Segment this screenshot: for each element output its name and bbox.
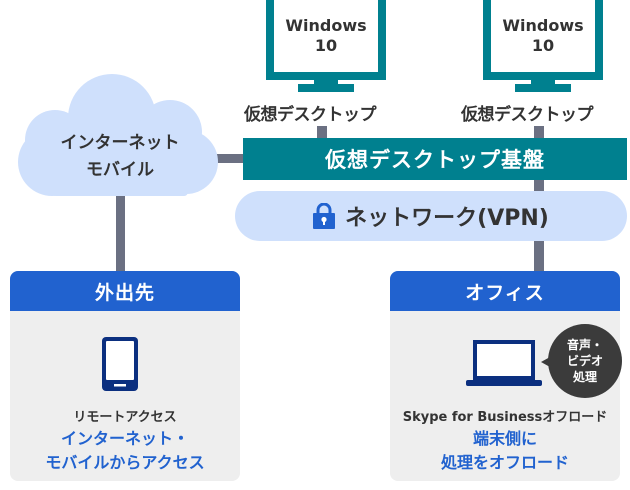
- card-subtitle: Skype for Businessオフロード: [402, 410, 608, 425]
- vpn-network-bar: ネットワーク(VPN): [235, 191, 627, 241]
- connector-desktop-left: [317, 126, 327, 140]
- platform-label: 仮想デスクトップ基盤: [325, 148, 545, 172]
- virtual-desktop-monitor-2: Windows 10: [483, 0, 603, 92]
- remote-access-card: 外出先 リモートアクセス インターネット・ モバイルからアクセス: [10, 271, 240, 481]
- card-title: オフィス: [390, 271, 620, 311]
- os-version: 10: [531, 36, 555, 55]
- bubble-line: ビデオ: [566, 354, 603, 368]
- virtual-desktop-monitor-1: Windows 10: [266, 0, 386, 92]
- connector-cloud-remote: [116, 195, 125, 273]
- monitor-neck: [531, 76, 555, 86]
- connector-vpn-office: [534, 239, 544, 273]
- monitor-base: [515, 84, 571, 92]
- virtual-desktop-label-2: 仮想デスクトップ: [461, 105, 594, 125]
- bubble-line: 音声・: [566, 338, 603, 352]
- lock-icon: [313, 203, 336, 229]
- virtual-desktop-label-1: 仮想デスクトップ: [244, 105, 377, 125]
- card-highlight-line1: インターネット・: [60, 429, 189, 448]
- laptop-icon: [466, 340, 542, 386]
- tablet-icon: [102, 337, 138, 391]
- connector-cloud-platform: [210, 154, 246, 163]
- card-highlight-line2: 処理をオフロード: [440, 453, 569, 472]
- speech-bubble: 音声・ ビデオ 処理: [548, 324, 622, 398]
- bubble-line: 処理: [572, 370, 597, 384]
- connector-desktop-right: [534, 126, 544, 140]
- cloud-label-line2: モバイル: [86, 160, 154, 180]
- cloud-icon: [18, 74, 218, 196]
- monitor-neck: [314, 76, 338, 86]
- vpn-label: ネットワーク(VPN): [345, 206, 549, 231]
- monitor-screen: Windows 10: [483, 0, 603, 80]
- os-version: 10: [314, 36, 338, 55]
- os-name: Windows: [285, 16, 367, 35]
- card-subtitle: リモートアクセス: [73, 410, 177, 425]
- cloud-label: インターネット モバイル: [20, 130, 220, 184]
- speech-bubble-tail: [541, 357, 550, 367]
- vdi-platform-bar: 仮想デスクトップ基盤: [243, 138, 627, 180]
- card-highlight-line1: 端末側に: [472, 429, 537, 448]
- os-name: Windows: [502, 16, 584, 35]
- card-title: 外出先: [10, 271, 240, 311]
- monitor-screen: Windows 10: [266, 0, 386, 80]
- card-highlight-line2: モバイルからアクセス: [45, 453, 205, 472]
- connector-platform-vpn: [534, 178, 544, 194]
- cloud-label-line1: インターネット: [60, 133, 180, 153]
- monitor-base: [298, 84, 354, 92]
